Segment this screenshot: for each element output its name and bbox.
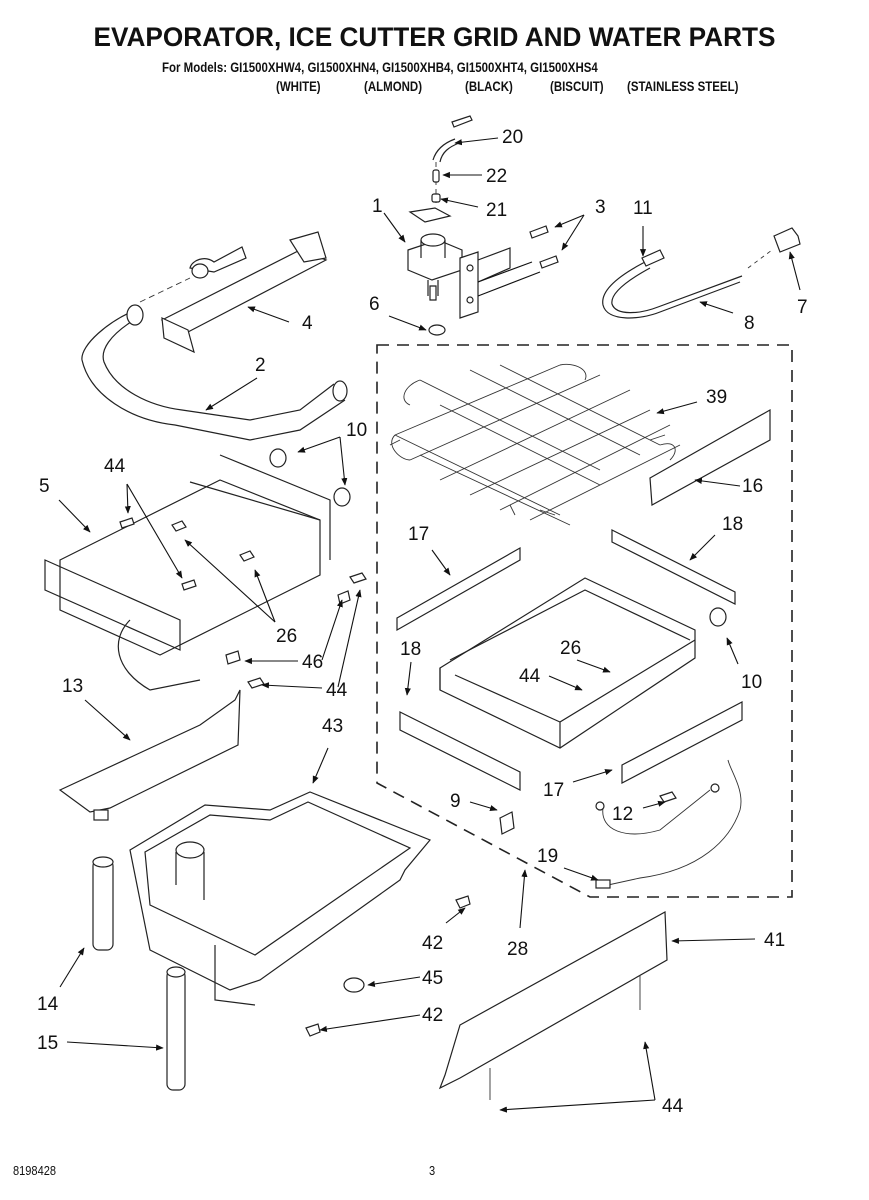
callout-28: 28	[507, 939, 528, 960]
callout-21: 21	[486, 200, 507, 221]
water-valve	[407, 207, 541, 319]
deflector-panel	[438, 911, 668, 1090]
callout-18: 18	[400, 639, 421, 660]
callout-44: 44	[104, 456, 126, 477]
mounting-grommets	[269, 448, 727, 627]
fill-cup	[773, 227, 801, 253]
thermostat-clip	[499, 811, 515, 835]
callout-3: 3	[595, 197, 606, 218]
callout-39: 39	[706, 387, 727, 408]
water-trough	[58, 689, 241, 813]
cutter-grid-assembly-boundary	[376, 344, 793, 898]
cutter-grid-frame	[439, 577, 696, 749]
callout-10: 10	[346, 420, 367, 441]
callout-20: 20	[502, 127, 523, 148]
document-number: 8198428	[13, 1163, 57, 1178]
callout-26: 26	[560, 638, 581, 659]
reservoir-foot	[343, 977, 365, 993]
callout-43: 43	[322, 716, 343, 737]
callout-1: 1	[372, 196, 383, 217]
callout-44: 44	[662, 1096, 684, 1117]
callout-6: 6	[369, 294, 380, 315]
callout-15: 15	[37, 1033, 58, 1054]
callout-16: 16	[742, 476, 763, 497]
callout-5: 5	[39, 476, 50, 497]
callout-44: 44	[326, 680, 348, 701]
callout-12: 12	[612, 804, 633, 825]
evaporator-heater	[139, 231, 328, 354]
callout-9: 9	[450, 791, 461, 812]
thermostat-clip-small-2	[225, 650, 241, 665]
page-title: EVAPORATOR, ICE CUTTER GRID AND WATER PA…	[93, 22, 776, 52]
water-reservoir	[129, 791, 431, 1006]
color-almond: (ALMOND)	[364, 78, 423, 94]
callout-45: 45	[422, 968, 443, 989]
drain-tube-loop	[81, 309, 346, 441]
model-list: For Models: GI1500XHW4, GI1500XHN4, GI15…	[162, 59, 598, 75]
valve-screws	[529, 225, 559, 269]
callout-14: 14	[37, 994, 59, 1015]
drain-hose	[92, 856, 114, 951]
color-biscuit: (BISCUIT)	[550, 78, 604, 94]
color-white: (WHITE)	[276, 78, 321, 94]
fill-tube	[602, 261, 743, 319]
ice-cutter-grid	[389, 363, 681, 526]
callout-41: 41	[764, 930, 785, 951]
callout-17: 17	[543, 780, 564, 801]
callout-46: 46	[302, 652, 323, 673]
callout-labels: 20 22 21 1 3 11 7 8 6 4 2 39 10 16 44 5 …	[37, 127, 808, 1117]
callout-4: 4	[302, 313, 313, 334]
water-inlet-tube	[432, 115, 473, 205]
drain-tube	[166, 966, 186, 1091]
callout-10: 10	[741, 672, 762, 693]
callout-44: 44	[519, 666, 541, 687]
grid-side-rail	[621, 701, 743, 784]
grid-side-rail	[611, 529, 736, 605]
leader-lines	[58, 137, 801, 1113]
callout-8: 8	[744, 313, 755, 334]
thermostat-clip-small	[337, 590, 351, 605]
trough-spout	[93, 809, 109, 821]
color-black: (BLACK)	[465, 78, 513, 94]
tube-connector	[641, 249, 665, 267]
callout-18: 18	[722, 514, 743, 535]
callout-17: 17	[408, 524, 429, 545]
page-number: 3	[429, 1163, 436, 1178]
grid-side-rail	[399, 711, 521, 791]
grid-side-rail	[396, 546, 521, 632]
callout-26: 26	[276, 626, 297, 647]
model-colors: (WHITE) (ALMOND) (BLACK) (BISCUIT) (STAI…	[0, 78, 869, 98]
callout-22: 22	[486, 166, 507, 187]
callout-2: 2	[255, 355, 266, 376]
callout-13: 13	[62, 676, 83, 697]
grid-support-bracket	[649, 408, 771, 506]
callout-42: 42	[422, 1005, 443, 1026]
callout-42: 42	[422, 933, 443, 954]
callout-19: 19	[537, 846, 558, 867]
wire-harness	[595, 759, 742, 889]
valve-grommet	[428, 324, 446, 336]
tube-nut	[431, 193, 441, 203]
color-stainless-steel: (STAINLESS STEEL)	[627, 78, 739, 94]
grid-support-frame	[44, 454, 331, 691]
callout-7: 7	[797, 297, 808, 318]
tube-insert	[432, 169, 440, 183]
callout-11: 11	[633, 198, 653, 219]
